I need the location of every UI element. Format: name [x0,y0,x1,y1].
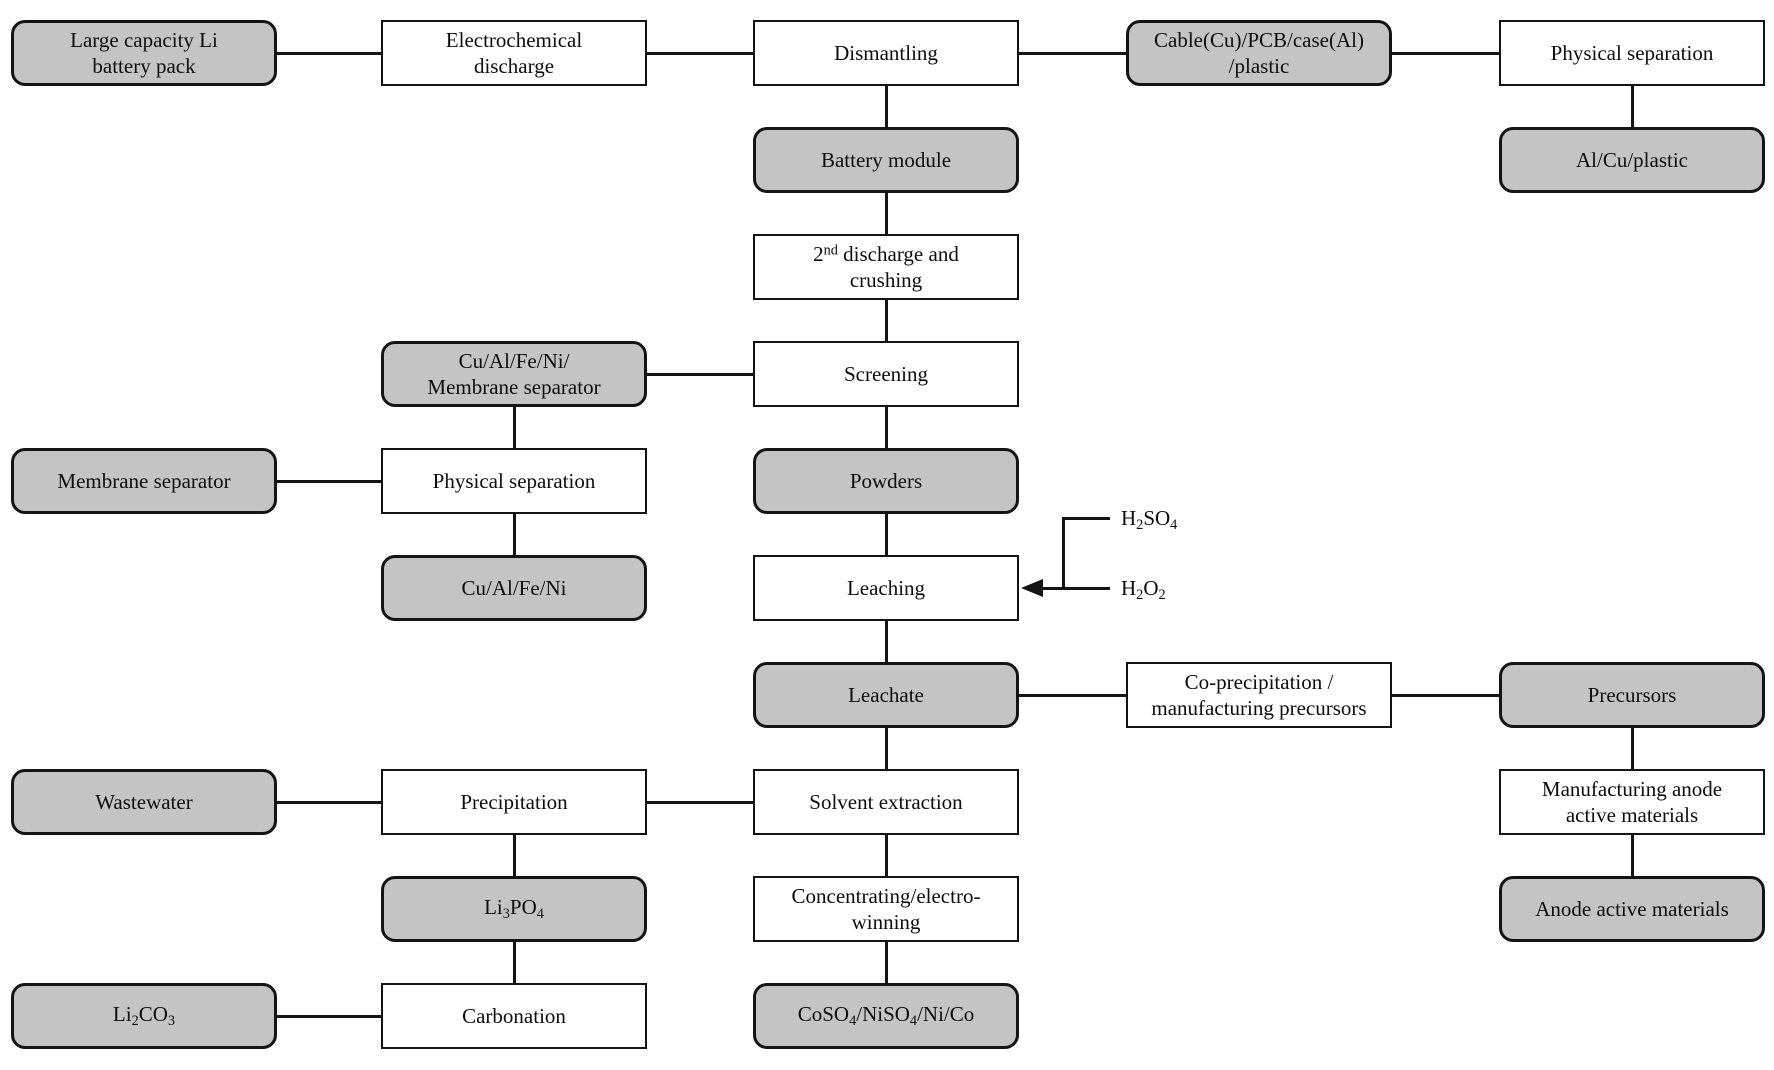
node-wastewater: Wastewater [11,769,277,835]
node-physical-separation-top: Physical separation [1499,20,1765,86]
node-anode-active-materials: Anode active materials [1499,876,1765,942]
node-coprecipitation-manufacturing-precursors: Co-precipitation / manufacturing precurs… [1126,662,1392,728]
node-label: Dismantling [834,40,938,65]
node-label: Leachate [848,682,924,707]
node-large-capacity-li-battery-pack: Large capacity Li battery pack [11,20,277,86]
node-physical-separation-left: Physical separation [381,448,647,514]
node-leachate: Leachate [753,662,1019,728]
node-label: Large capacity Li battery pack [70,27,218,78]
connector [884,942,888,983]
connector [512,835,516,876]
node-precursors: Precursors [1499,662,1765,728]
node-coso4-niso4-ni-co: CoSO4/NiSO4/Ni/Co [753,983,1019,1049]
node-label: Electrochemical discharge [445,27,583,78]
connector [1019,51,1126,55]
node-label: Precursors [1587,682,1677,707]
node-label: Precipitation [460,789,568,814]
reagent-h2so4: H2SO4 [1121,506,1178,533]
node-li2co3: Li2CO3 [11,983,277,1049]
connector [884,728,888,769]
node-label: 2nd discharge and crushing [813,241,959,292]
node-label: Carbonation [462,1003,566,1028]
node-carbonation: Carbonation [381,983,647,1049]
node-label: Solvent extraction [809,789,963,814]
node-membrane-separator: Membrane separator [11,448,277,514]
node-label: Powders [849,468,923,493]
connector [512,942,516,983]
connector [647,372,753,376]
node-label: Membrane separator [57,468,231,493]
connector [512,407,516,448]
connector [1019,693,1126,697]
node-label: Physical separation [432,468,596,493]
connector [512,514,516,555]
connector [647,800,753,804]
connector [884,300,888,341]
node-label: Screening [844,361,928,386]
connector [277,1014,381,1018]
node-solvent-extraction: Solvent extraction [753,769,1019,835]
node-label: Cu/Al/Fe/Ni/ Membrane separator [427,348,601,399]
connector [1392,51,1499,55]
connector [277,479,381,483]
node-cu-al-fe-ni: Cu/Al/Fe/Ni [381,555,647,621]
node-battery-module: Battery module [753,127,1019,193]
node-label: Li3PO4 [484,895,544,923]
connector [884,407,888,448]
node-label: Battery module [820,147,952,172]
node-label: Al/Cu/plastic [1576,147,1688,172]
node-label: Anode active materials [1535,896,1729,921]
connector [1630,835,1634,876]
node-cu-al-fe-ni-membrane-separator: Cu/Al/Fe/Ni/ Membrane separator [381,341,647,407]
node-precipitation: Precipitation [381,769,647,835]
node-label: CoSO4/NiSO4/Ni/Co [797,1002,975,1030]
connector [647,51,753,55]
node-label: Manufacturing anode active materials [1541,776,1723,827]
connector [277,800,381,804]
arrow-into-leaching [1021,579,1043,597]
node-label: Leaching [846,575,926,600]
node-label: Cu/Al/Fe/Ni [461,575,567,600]
node-al-cu-plastic: Al/Cu/plastic [1499,127,1765,193]
connector [884,193,888,234]
connector [884,621,888,662]
node-manufacturing-anode-active-materials: Manufacturing anode active materials [1499,769,1765,835]
connector [1392,693,1499,697]
node-second-discharge-crushing: 2nd discharge and crushing [753,234,1019,300]
node-dismantling: Dismantling [753,20,1019,86]
reagent-feed-line [1061,516,1110,520]
connector [884,835,888,876]
node-label: Physical separation [1550,40,1714,65]
node-concentrating-electrowinning: Concentrating/electro- winning [753,876,1019,942]
reagent-feed-line [1061,518,1065,588]
node-powders: Powders [753,448,1019,514]
connector [1630,728,1634,769]
node-label: Co-precipitation / manufacturing precurs… [1151,669,1367,720]
node-electrochemical-discharge: Electrochemical discharge [381,20,647,86]
node-label: Li2CO3 [112,1002,176,1030]
node-label: Wastewater [95,789,193,814]
reagent-feed-line [1040,586,1110,590]
node-li3po4: Li3PO4 [381,876,647,942]
connector [277,51,381,55]
connector [884,86,888,127]
connector [884,514,888,555]
connector [1630,86,1634,127]
node-label: Concentrating/electro- winning [791,883,981,934]
reagent-h2o2: H2O2 [1121,576,1166,603]
node-cable-pcb-case-plastic: Cable(Cu)/PCB/case(Al) /plastic [1126,20,1392,86]
node-screening: Screening [753,341,1019,407]
node-leaching: Leaching [753,555,1019,621]
node-label: Cable(Cu)/PCB/case(Al) /plastic [1154,27,1364,78]
